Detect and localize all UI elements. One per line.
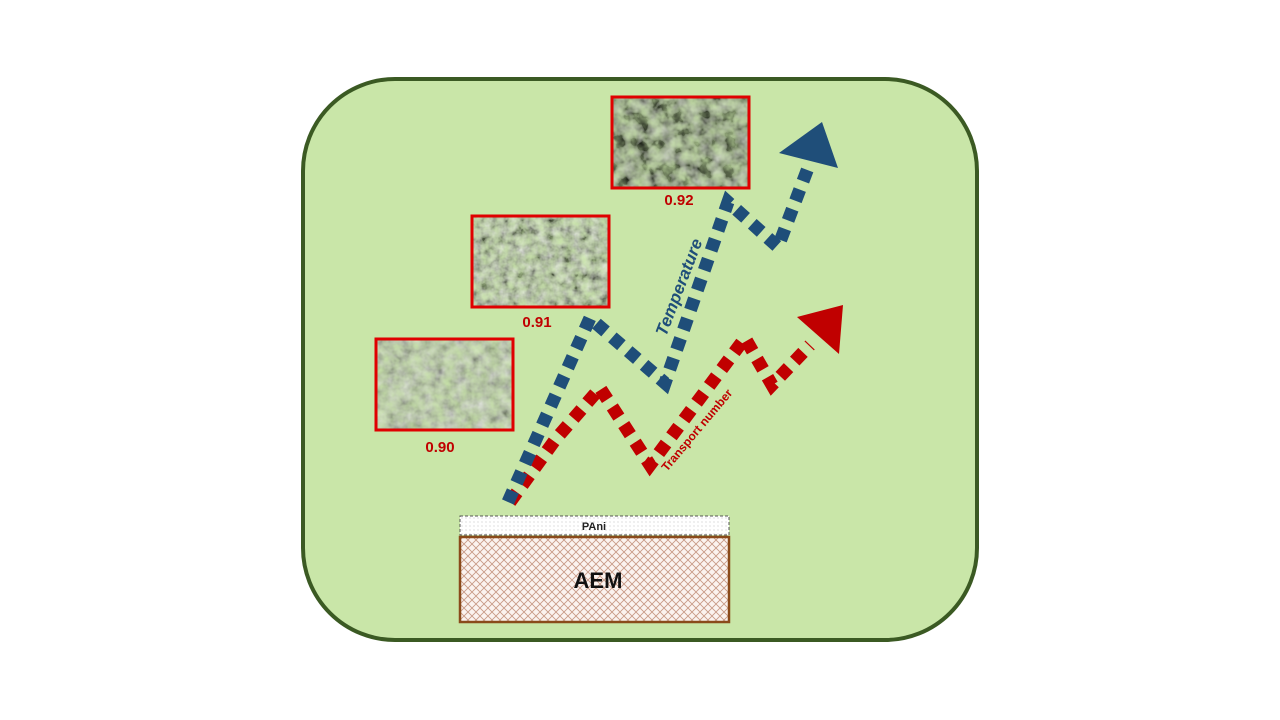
micrograph-1-value: 0.90 bbox=[425, 439, 454, 456]
pani-layer: PAni bbox=[460, 516, 729, 535]
micrograph-3-value: 0.92 bbox=[664, 192, 693, 209]
pani-label: PAni bbox=[582, 521, 606, 533]
micrograph-2-value: 0.91 bbox=[522, 314, 551, 331]
aem-block: AEM bbox=[460, 537, 729, 622]
aem-label: AEM bbox=[574, 568, 623, 593]
